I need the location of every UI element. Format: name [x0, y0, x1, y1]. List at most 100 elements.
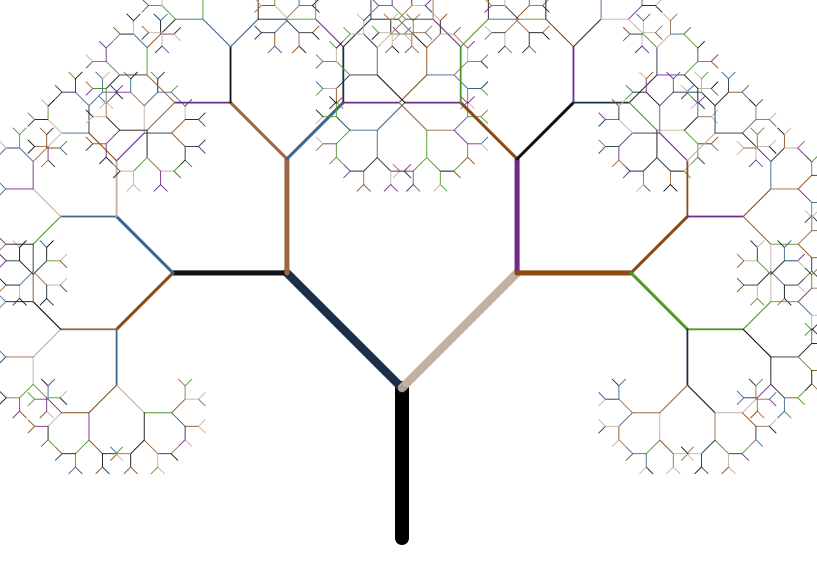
tree-branch [47, 439, 56, 447]
tree-branch [376, 74, 406, 104]
tree-branch [115, 271, 175, 331]
tree-branch [634, 45, 643, 54]
tree-branch [335, 156, 344, 165]
tree-branch [686, 91, 694, 100]
tree-branch [480, 60, 489, 69]
tree-branch [641, 45, 650, 54]
tree-branch [804, 270, 813, 279]
tree-branch [32, 188, 62, 218]
tree-branch [622, 33, 631, 42]
tree-branch [274, 18, 289, 34]
tree-branch [0, 260, 7, 268]
tree-branch [628, 18, 643, 34]
tree-branch [654, 32, 663, 40]
tree-branch [618, 378, 626, 387]
tree-branch [41, 99, 49, 107]
tree-branch [710, 88, 719, 96]
tree-branch [504, 45, 513, 54]
tree-branch [741, 119, 757, 134]
tree-branch [756, 240, 765, 248]
tree-branch [59, 140, 68, 149]
tree-branch [741, 412, 757, 427]
tree-branch [146, 74, 176, 104]
tree-branch [329, 156, 337, 165]
tree-branch [804, 383, 813, 391]
tree-branch [625, 85, 634, 93]
tree-branch [141, 32, 150, 40]
tree-branch [797, 230, 813, 245]
tree-branch [750, 410, 758, 419]
tree-branch [770, 383, 785, 399]
tree-branch [153, 13, 162, 22]
tree-branch [19, 260, 34, 275]
tree-branch [453, 27, 461, 35]
tree-branch [32, 215, 62, 245]
tree-branch [335, 40, 344, 49]
tree-branch [412, 184, 421, 192]
tree-branch [701, 466, 709, 475]
tree-branch [797, 287, 813, 303]
tree-branch [681, 91, 689, 100]
tree-branch [363, 13, 371, 22]
tree-branch [515, 18, 530, 34]
tree-branch [741, 446, 750, 455]
tree-branch [453, 33, 461, 42]
tree-branch [12, 298, 21, 306]
tree-branch [229, 18, 259, 48]
tree-branch [356, 184, 365, 192]
tree-branch [130, 466, 138, 475]
tree-branch [756, 147, 772, 162]
tree-branch [439, 13, 448, 22]
tree-branch [690, 156, 699, 165]
tree-branch [811, 324, 817, 331]
tree-branch [811, 270, 817, 277]
tree-branch [741, 398, 757, 414]
tree-branch [88, 439, 103, 455]
tree-branch [797, 140, 805, 149]
tree-branch [460, 156, 469, 165]
tree-branch [397, 5, 413, 20]
tree-branch [398, 102, 428, 131]
tree-branch [768, 419, 777, 427]
tree-branch [736, 147, 745, 156]
tree-branch [736, 260, 745, 268]
tree-branch [467, 156, 475, 165]
tree-branch [797, 356, 813, 371]
tree-branch [170, 85, 179, 93]
tree-branch [85, 116, 94, 124]
tree-branch [383, 184, 392, 192]
tree-branch [485, 0, 492, 7]
tree-branch [59, 390, 68, 399]
tree-branch [133, 184, 141, 192]
tree-branch [254, 32, 262, 40]
tree-branch [755, 159, 763, 168]
tree-branch [392, 170, 401, 179]
tree-branch [343, 27, 351, 35]
tree-branch [741, 132, 757, 148]
tree-branch [371, 25, 380, 34]
tree-branch [770, 147, 785, 162]
tree-branch [611, 439, 620, 447]
tree-branch [372, 0, 380, 7]
tree-branch [68, 466, 76, 475]
tree-branch [480, 116, 489, 124]
tree-branch [804, 215, 813, 223]
tree-branch [804, 328, 813, 336]
tree-branch [171, 398, 186, 414]
tree-branch [412, 33, 428, 49]
tree-branch [683, 129, 699, 145]
tree-branch [714, 91, 730, 107]
tree-branch [173, 33, 182, 42]
tree-branch [811, 328, 817, 335]
tree-branch [54, 453, 63, 461]
tree-branch [150, 466, 159, 475]
tree-branch [59, 277, 68, 286]
tree-branch [598, 425, 606, 434]
tree-branch [728, 466, 736, 475]
tree-branch [403, 27, 412, 35]
tree-branch [171, 132, 186, 148]
tree-branch [748, 378, 757, 387]
tree-branch [656, 157, 671, 172]
tree-branch [39, 298, 48, 306]
tree-branch [363, 157, 378, 172]
